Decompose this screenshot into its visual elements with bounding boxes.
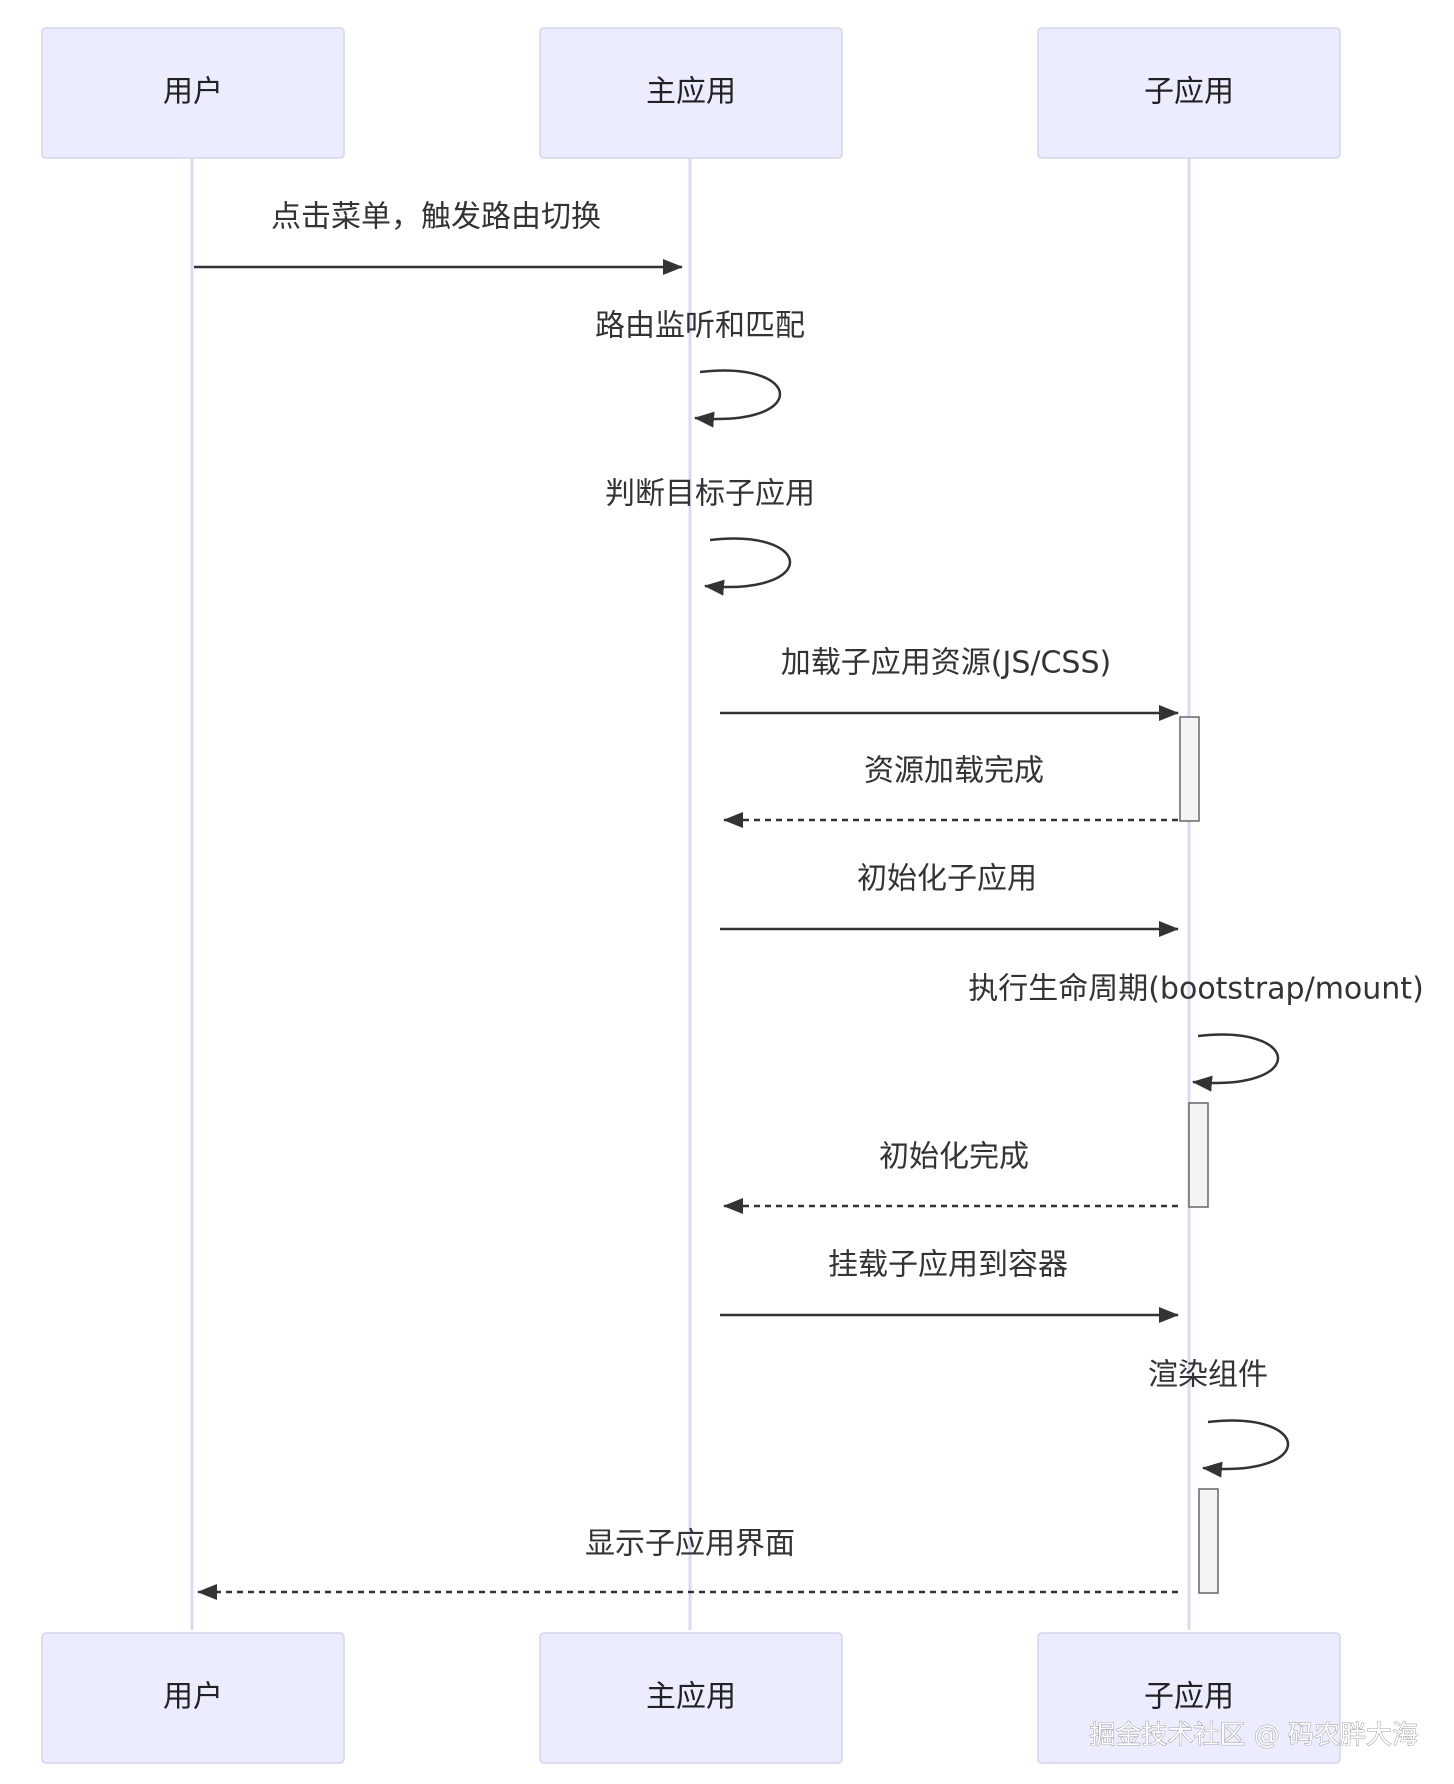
message-route-switch: 点击菜单，触发路由切换 — [194, 200, 683, 275]
message-label: 加载子应用资源(JS/CSS) — [781, 646, 1111, 681]
message-label: 初始化完成 — [879, 1140, 1029, 1175]
message-judge-target: 判断目标子应用 — [605, 477, 815, 596]
message-label: 初始化子应用 — [857, 862, 1037, 897]
message-mount-container: 挂载子应用到容器 — [720, 1248, 1179, 1323]
actor-label: 子应用 — [1144, 75, 1234, 110]
message-init-sub-app: 初始化子应用 — [720, 862, 1179, 937]
message-label: 点击菜单，触发路由切换 — [271, 200, 601, 235]
message-label: 显示子应用界面 — [585, 1527, 795, 1562]
message-init-done: 初始化完成 — [723, 1140, 1178, 1214]
actor-label: 用户 — [163, 75, 223, 110]
self-loop-arrow — [1202, 1419, 1290, 1478]
activation-bar-render — [1198, 1488, 1219, 1594]
actor-user-bottom: 用户 — [41, 1632, 345, 1764]
message-label: 执行生命周期(bootstrap/mount) — [968, 972, 1424, 1007]
actor-label: 主应用 — [646, 1680, 736, 1715]
activation-bar-init — [1188, 1102, 1209, 1208]
actor-user-top: 用户 — [41, 27, 345, 159]
message-label: 判断目标子应用 — [605, 477, 815, 512]
message-label: 渲染组件 — [1148, 1358, 1268, 1393]
message-label: 路由监听和匹配 — [595, 309, 805, 344]
actor-main-app-top: 主应用 — [539, 27, 843, 159]
message-resources-loaded: 资源加载完成 — [723, 754, 1178, 828]
self-loop-arrow — [694, 369, 782, 428]
message-render-components: 渲染组件 — [1148, 1358, 1290, 1478]
message-label: 资源加载完成 — [864, 754, 1044, 789]
message-show-sub-app-ui: 显示子应用界面 — [197, 1527, 1178, 1600]
self-loop-arrow — [1192, 1033, 1280, 1092]
actor-sub-app-top: 子应用 — [1037, 27, 1341, 159]
actor-label: 主应用 — [646, 75, 736, 110]
actor-label: 用户 — [163, 1680, 223, 1715]
message-lifecycle: 执行生命周期(bootstrap/mount) — [968, 972, 1424, 1092]
actor-sub-app-bottom: 子应用 — [1037, 1632, 1341, 1764]
message-label: 挂载子应用到容器 — [828, 1248, 1068, 1283]
message-route-listen: 路由监听和匹配 — [595, 309, 805, 428]
activation-bar-load — [1179, 716, 1200, 822]
message-load-resources: 加载子应用资源(JS/CSS) — [720, 646, 1179, 721]
actor-label: 子应用 — [1144, 1680, 1234, 1715]
watermark: 掘金技术社区 @ 码农胖大海 — [1089, 1721, 1418, 1751]
self-loop-arrow — [704, 537, 792, 596]
actor-main-app-bottom: 主应用 — [539, 1632, 843, 1764]
